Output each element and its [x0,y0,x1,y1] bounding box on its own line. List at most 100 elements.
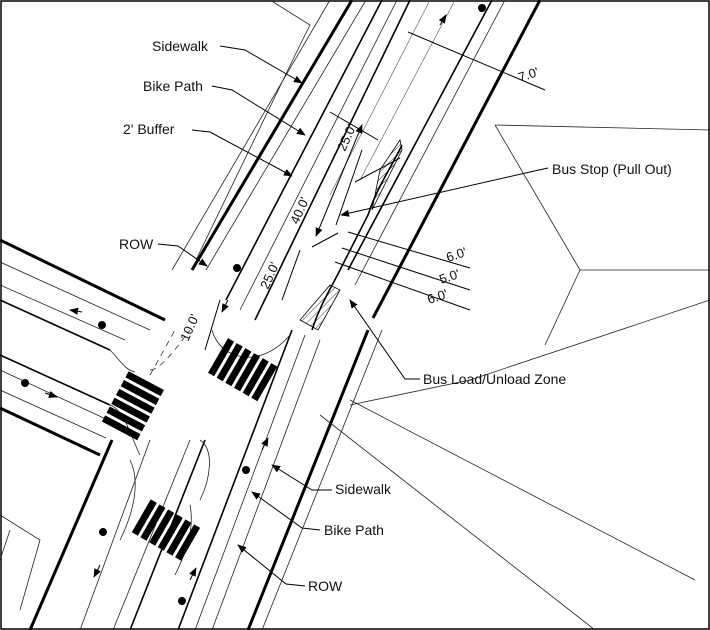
cross-row-bottom [0,406,101,457]
bus-pull-out [299,138,403,331]
bike-icon [478,4,486,12]
corner-nw [109,349,136,373]
lane-arrow-icon [438,14,447,26]
corner-sw [109,404,141,456]
bike-symbols [21,4,486,605]
bike-icon [98,321,106,329]
sidewalk-edge-right-lower [211,339,321,630]
leader-bus-stop [340,167,549,217]
curb-right-lower [177,329,293,630]
cross-row-top [0,238,166,322]
bike-icon [99,528,107,536]
parcel-line-1 [494,124,710,131]
dim-25-bottom: 25.0' [257,260,282,291]
cross-bike-top [0,284,126,341]
label-row-bottom: ROW [308,578,343,594]
dim-6-b: 6.0' [425,286,449,307]
curb-right-upper [347,0,493,271]
main-street [28,0,542,630]
cross-sidewalk-bottom [0,389,107,439]
dim-tick-2 [311,232,339,248]
lane-line-b [359,0,456,181]
hatched-island-bottom [299,284,341,331]
cross-bike-bottom [0,369,109,421]
bike-lane-arrows [44,14,447,581]
cross-curb-bottom [0,354,111,406]
pull-out-curb [311,144,403,331]
lane-arrow-icon [44,391,58,398]
dim-ext-25-bottom [281,249,301,301]
crosswalk-west [101,371,164,441]
dim-5: 5.0' [437,266,461,287]
dim-tick-1 [354,157,401,183]
lane-arrow-icon [93,564,101,578]
row-line-right-lower [246,329,370,630]
row-line-left-lower [28,439,114,630]
label-bus-stop: Bus Stop (Pull Out) [552,161,672,177]
bike-edge-right-lower [194,334,306,630]
dim-line-10 [204,299,221,351]
hatched-island-top [371,138,403,211]
lane-arrow-icon [221,299,229,313]
dim-line-5 [341,247,471,291]
parcel-line-6 [319,414,596,630]
dim-line-6a [347,231,471,269]
leader-bike-path-top [211,85,306,136]
parcel-line-2 [494,124,710,271]
label-buffer: 2' Buffer [123,121,175,137]
sidewalk-edge-left [171,0,331,271]
curb-bulb-sw [119,459,136,541]
parcel-line-4 [349,299,710,406]
stop-line-dashed-1 [149,329,191,371]
dim-line-7 [407,31,546,91]
label-row-left: ROW [119,236,154,252]
label-leaders [157,45,549,587]
bike-edge-left-lower [112,439,191,630]
dim-line-40 [315,124,363,237]
crosswalk-north [208,338,278,402]
stop-line-dashed-2 [149,329,176,376]
bike-icon [178,597,186,605]
parcel-line-3 [544,269,581,346]
row-line-left-upper [190,0,354,271]
leader-bike-path-bottom [251,491,321,531]
crosswalk-south [131,499,201,561]
corner-se [199,439,210,501]
label-bike-path-bottom: Bike Path [324,522,384,538]
dim-6-a: 6.0' [444,244,468,265]
label-sidewalk-bottom: Sidewalk [335,481,392,497]
bus-stop-dimensions [204,31,546,351]
bike-icon [242,466,250,474]
parcel-line-5 [349,399,696,581]
bike-icon [21,379,29,387]
lane-arrow-icon [189,567,197,581]
parcel-lower-left [0,514,41,611]
buffer-edge-left [225,0,383,301]
cross-sidewalk-top [0,261,151,331]
row-edge-right-lower [261,329,383,630]
sidewalk-edge-left-lower [79,439,151,630]
leader-sidewalk-top [219,45,303,84]
label-bus-zone: Bus Load/Unload Zone [423,371,566,387]
cross-curb-top [0,299,111,351]
leader-sidewalk-bottom [271,464,332,491]
label-sidewalk-top: Sidewalk [152,38,209,54]
sidewalk-edge-right [354,0,506,286]
row-line-right-upper [371,0,542,319]
leader-row-left [157,243,208,267]
parcel-lower-left-2 [0,529,11,561]
leader-buffer [191,129,293,177]
leader-row-bottom [237,544,306,587]
bike-icon [233,264,241,272]
dim-tick-3 [329,111,379,141]
dim-ext-25-top [335,149,363,226]
label-bike-path-top: Bike Path [143,78,203,94]
lane-arrow-icon [69,307,83,315]
dim-25-top: 25.0' [334,122,359,153]
dim-7: 7.0' [516,64,540,85]
dim-line-6b [334,261,471,311]
lane-arrow-icon [261,437,269,451]
bike-path-edge-left [205,0,367,271]
dim-10: 10.0' [177,312,202,343]
